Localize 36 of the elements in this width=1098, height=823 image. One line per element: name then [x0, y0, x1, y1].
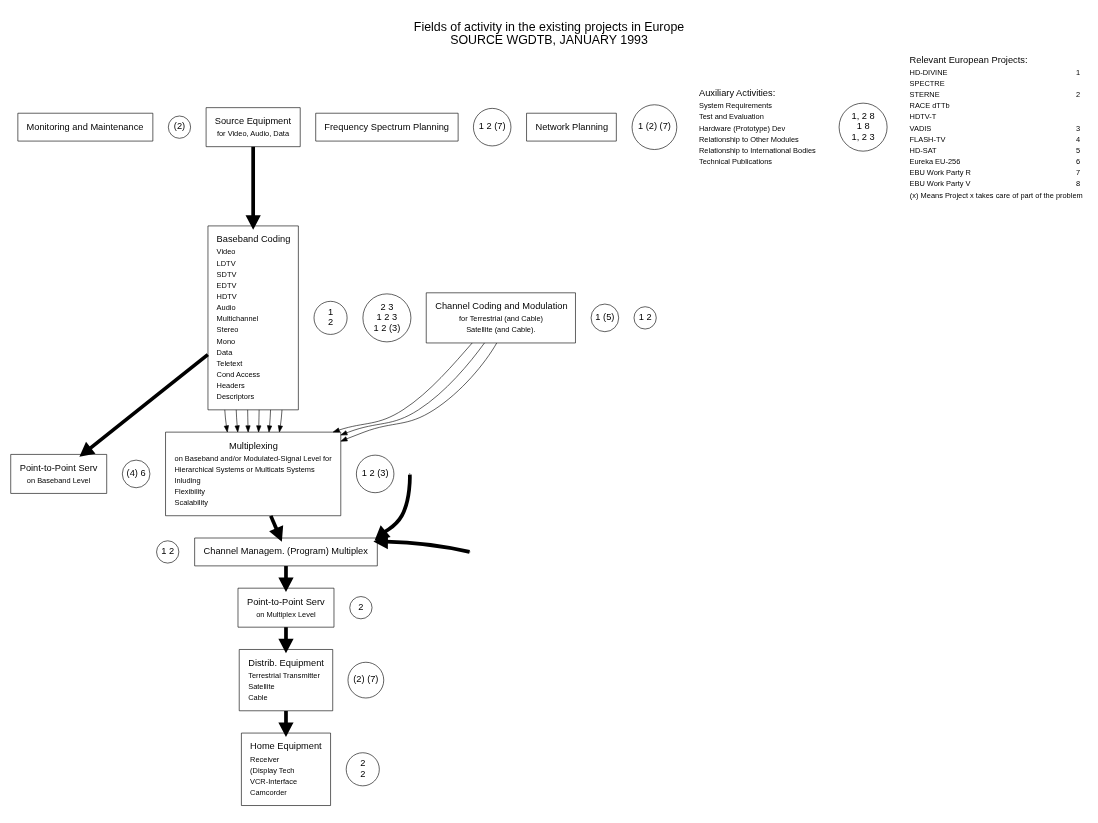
- node-circle: 1 2 (7): [473, 107, 512, 146]
- node-circle: 1 2: [156, 540, 180, 563]
- arrow: [269, 514, 284, 542]
- node-circle: 2 3 1 2 3 1 2 (3): [362, 293, 412, 342]
- label: Relevant European Projects:: [909, 54, 1028, 65]
- arrow: [256, 409, 262, 432]
- arrow: [245, 146, 261, 230]
- arrow: [79, 352, 209, 457]
- arrow: [278, 710, 294, 737]
- arrow: [277, 409, 283, 432]
- node-circle: (2): [168, 115, 191, 139]
- node-circle: 1 2 (3): [356, 454, 395, 493]
- node-box: Monitoring and Maintenance: [17, 112, 154, 141]
- node-box: Channel Managem. (Program) Multiplex: [194, 537, 378, 566]
- node-circle: 1 2: [313, 300, 348, 335]
- label: Auxiliary Activities:: [699, 87, 776, 98]
- arrow: [332, 342, 473, 432]
- diagram-title: Fields of activity in the existing projects in Europe: [413, 19, 685, 34]
- node-circle: 2 2: [345, 751, 380, 786]
- node-circle: 1 (5): [590, 303, 619, 332]
- arrow: [223, 409, 229, 432]
- node-circle: 1 (2) (7): [631, 103, 678, 150]
- arrow: [278, 626, 294, 653]
- node-box: Frequency Spectrum Planning: [315, 112, 459, 141]
- node-box: Network Planning: [526, 112, 617, 141]
- arrow: [234, 409, 240, 432]
- node-circle: (4) 6: [122, 459, 151, 488]
- node-circle: (2) (7): [347, 661, 385, 698]
- arrow: [278, 565, 294, 592]
- arrow: [373, 474, 412, 549]
- node-circle: 2: [349, 595, 373, 619]
- node-circle: 1 2: [633, 305, 657, 329]
- arrow: [245, 409, 251, 432]
- arrow: [373, 524, 470, 554]
- arrow: [267, 409, 273, 432]
- node-circle: 1, 2 8 1 8 1, 2 3: [838, 102, 888, 151]
